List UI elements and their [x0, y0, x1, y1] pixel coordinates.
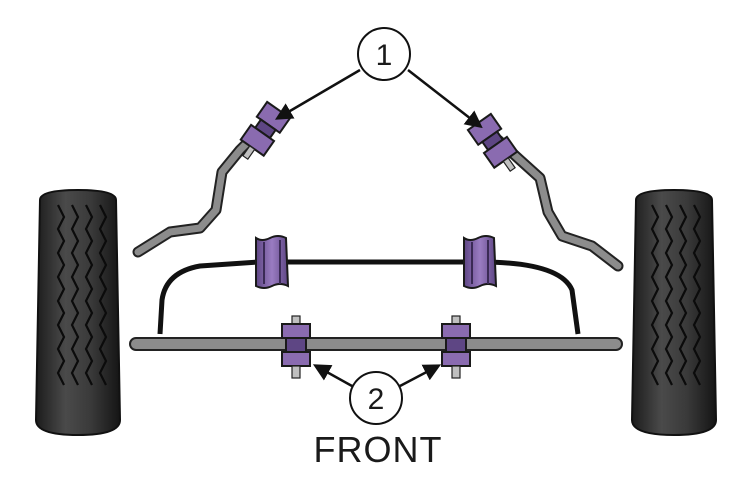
lower-beam-bush-left [281, 315, 311, 379]
callout-2: 2 [312, 364, 442, 425]
callout-2-circle [349, 371, 403, 425]
left-tyre [34, 188, 122, 437]
right-tyre [630, 188, 718, 437]
callout-1-label: 1 [376, 39, 393, 72]
front-label: FRONT [314, 429, 443, 470]
callout-2-label: 2 [368, 383, 385, 416]
callout-2-arrow-left [312, 364, 353, 388]
anti-roll-bar [157, 259, 581, 335]
anti-roll-bar-bush-right [463, 235, 498, 289]
callout-1-circle [357, 27, 411, 81]
callout-1-arrow-left [274, 68, 361, 120]
anti-roll-bar-bush-left [255, 235, 290, 289]
left-tyre-tread [56, 204, 108, 386]
callout-1: 1 [274, 27, 483, 129]
upper-link-bush-left [239, 100, 292, 161]
lower-beam-bush-right [441, 315, 471, 379]
right-tyre-tread [650, 204, 702, 386]
upper-link-bar-left [132, 122, 268, 258]
upper-link-bush-right [466, 112, 519, 173]
callout-2-arrow-right [399, 364, 442, 388]
lower-beam [129, 337, 623, 351]
upper-link-bar-right [492, 134, 624, 272]
callout-1-arrow-right [407, 69, 483, 129]
